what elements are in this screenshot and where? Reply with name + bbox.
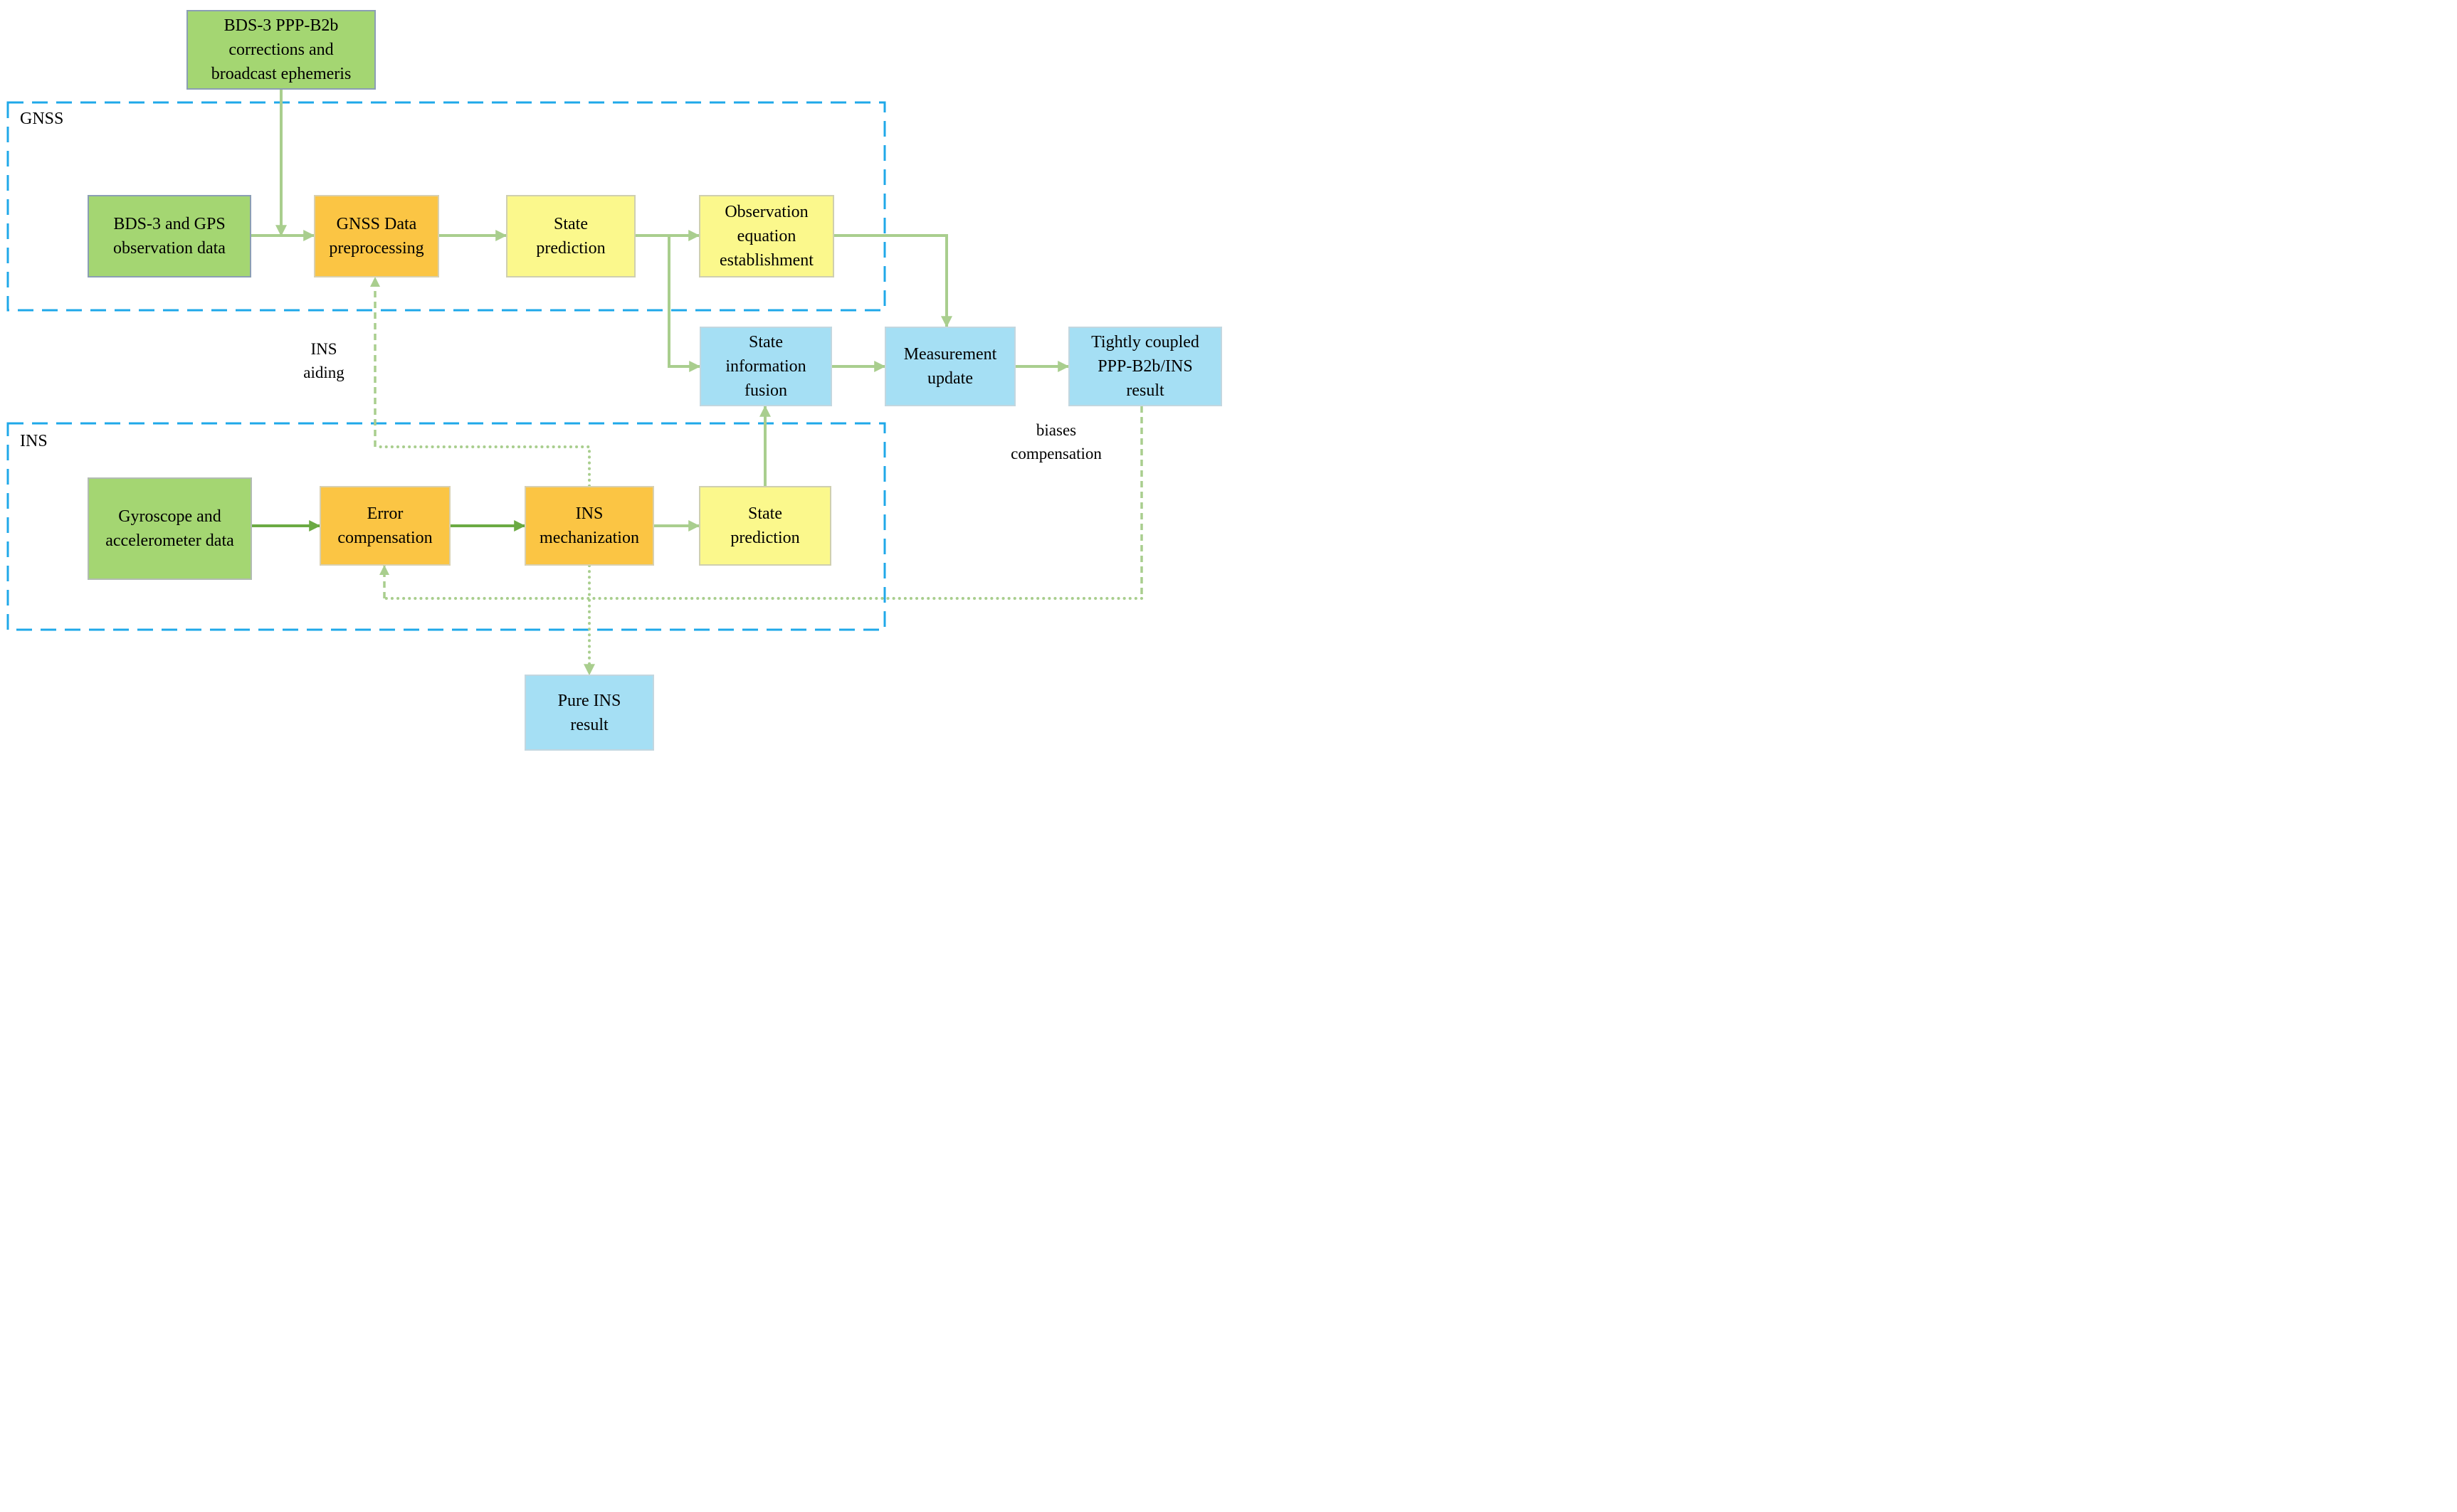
node-ins-mechanization: INS mechanization <box>525 486 654 566</box>
edge-state-prediction-to-fusion <box>668 236 701 372</box>
node-gnss-data-preprocessing: GNSS Data preprocessing <box>314 195 439 277</box>
node-label: BDS-3 and GPS observation data <box>113 215 226 258</box>
node-label: State prediction <box>730 504 800 547</box>
node-bds3-ppp-b2b-corrections: BDS-3 PPP-B2b corrections and broadcast … <box>186 10 376 90</box>
edge-ins-aiding-dotted-segment <box>374 445 591 487</box>
gnss-container-label: GNSS <box>20 110 64 128</box>
node-label: Measurement update <box>903 345 997 388</box>
node-label: State prediction <box>536 215 606 258</box>
node-tightly-coupled-result: Tightly coupled PPP-B2b/INS result <box>1068 327 1222 406</box>
node-label: Observation equation establishment <box>720 203 814 270</box>
node-pure-ins-result: Pure INS result <box>525 675 654 751</box>
biases-compensation-label: biases compensation <box>1011 421 1102 462</box>
connector-layer <box>6 90 1143 676</box>
node-measurement-update: Measurement update <box>885 327 1016 406</box>
ins-container-label: INS <box>20 432 48 450</box>
node-label: Gyroscope and accelerometer data <box>105 507 234 550</box>
node-label: State information fusion <box>725 333 806 400</box>
node-label: BDS-3 PPP-B2b corrections and broadcast … <box>211 16 352 83</box>
node-label: Error compensation <box>337 504 433 547</box>
node-ins-state-prediction: State prediction <box>699 486 831 566</box>
node-label: Pure INS result <box>557 691 621 734</box>
node-label: Tightly coupled PPP-B2b/INS result <box>1091 333 1199 400</box>
ins-aiding-label: INS aiding <box>303 340 344 381</box>
node-gnss-state-prediction: State prediction <box>506 195 636 277</box>
ins-container-border <box>6 422 886 631</box>
node-state-information-fusion: State information fusion <box>700 327 832 406</box>
gnss-container-border <box>6 101 886 312</box>
flowchart-canvas: GNSS INS BDS-3 PPP-B2b corrections and b… <box>0 0 1228 756</box>
node-bds3-gps-observation-data: BDS-3 and GPS observation data <box>88 195 251 277</box>
node-gyroscope-accelerometer-data: Gyroscope and accelerometer data <box>88 477 252 580</box>
node-error-compensation: Error compensation <box>320 486 451 566</box>
edge-observation-equation-to-measurement-update <box>834 234 952 328</box>
node-label: GNSS Data preprocessing <box>329 215 424 258</box>
node-observation-equation-establishment: Observation equation establishment <box>699 195 834 277</box>
node-label: INS mechanization <box>540 504 639 547</box>
